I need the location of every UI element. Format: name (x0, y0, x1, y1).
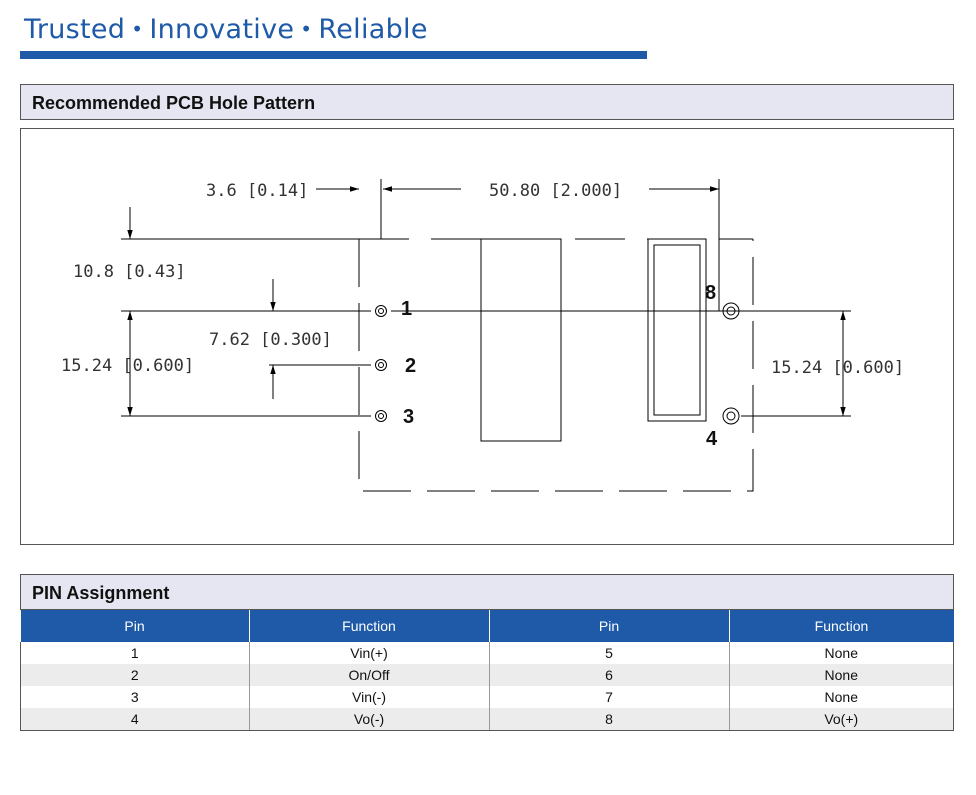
tagline-reliable: Reliable (318, 14, 428, 45)
table-cell: Vo(-) (248, 708, 489, 731)
table-cell: 5 (488, 642, 729, 664)
table-row: 3 Vin(-) 7 None (20, 686, 954, 708)
tagline-separator: • (131, 16, 144, 41)
table-cell: 7 (488, 686, 729, 708)
col-header-pin: Pin (488, 610, 729, 642)
table-cell: Vo(+) (728, 708, 954, 731)
table-row: 4 Vo(-) 8 Vo(+) (20, 708, 954, 731)
tagline-innovative: Innovative (149, 14, 295, 45)
pin-hole-8 (722, 302, 740, 320)
module-outline (358, 239, 754, 492)
table-cell: Vin(-) (248, 686, 489, 708)
table-cell: Vin(+) (248, 642, 489, 664)
pin-table-wrap: Pin Function Pin Function 1 Vin(+) 5 Non… (20, 610, 954, 731)
table-cell: On/Off (248, 664, 489, 686)
brand-bar (20, 51, 647, 59)
table-cell: None (728, 664, 954, 686)
dim-10-8: 10.8 [0.43] (73, 262, 186, 282)
pin-hole-4 (722, 407, 740, 425)
col-header-pin: Pin (20, 610, 249, 642)
transformer-body (480, 238, 562, 442)
pin-table-header-row: Pin Function Pin Function (20, 610, 954, 642)
pin-hole-2 (375, 359, 387, 371)
dim-15-24-left: 15.24 [0.600] (61, 356, 194, 376)
tagline-trusted: Trusted (24, 14, 126, 45)
table-row: 1 Vin(+) 5 None (20, 642, 954, 664)
table-cell: None (728, 642, 954, 664)
dim-3-6: 3.6 [0.14] (206, 181, 308, 201)
pin-table: Pin Function Pin Function 1 Vin(+) 5 Non… (20, 610, 954, 731)
pcb-drawing: 3.6 [0.14] 50.80 [2.000] 10.8 [0.43] 7.6… (20, 128, 954, 545)
inductor-inner (653, 244, 701, 416)
col-header-function: Function (248, 610, 489, 642)
tagline: Trusted•Innovative•Reliable (24, 14, 428, 45)
col-header-function: Function (728, 610, 954, 642)
dim-50-80: 50.80 [2.000] (489, 181, 622, 201)
table-cell: 2 (20, 664, 249, 686)
pin-hole-3 (375, 410, 387, 422)
dim-7-62: 7.62 [0.300] (209, 330, 332, 350)
pcb-drawing-svg: 3.6 [0.14] 50.80 [2.000] 10.8 [0.43] 7.6… (61, 179, 904, 492)
pin-section-header: PIN Assignment (20, 574, 954, 610)
table-cell: 1 (20, 642, 249, 664)
pin-section-title: PIN Assignment (32, 583, 170, 603)
table-cell: 6 (488, 664, 729, 686)
table-cell: None (728, 686, 954, 708)
pin-label-1: 1 (401, 298, 412, 320)
pin-label-4: 4 (706, 428, 718, 450)
tagline-separator: • (300, 16, 313, 41)
inductor-body (647, 238, 707, 422)
pin-label-2: 2 (405, 355, 416, 377)
pin-label-3: 3 (403, 406, 414, 428)
pin-label-8: 8 (705, 282, 716, 304)
pin-hole-1 (375, 305, 387, 317)
dim-15-24-right: 15.24 [0.600] (771, 358, 904, 378)
table-cell: 4 (20, 708, 249, 731)
table-row: 2 On/Off 6 None (20, 664, 954, 686)
pcb-section-header: Recommended PCB Hole Pattern (20, 84, 954, 120)
table-cell: 3 (20, 686, 249, 708)
pcb-section-title: Recommended PCB Hole Pattern (32, 93, 316, 113)
table-cell: 8 (488, 708, 729, 731)
